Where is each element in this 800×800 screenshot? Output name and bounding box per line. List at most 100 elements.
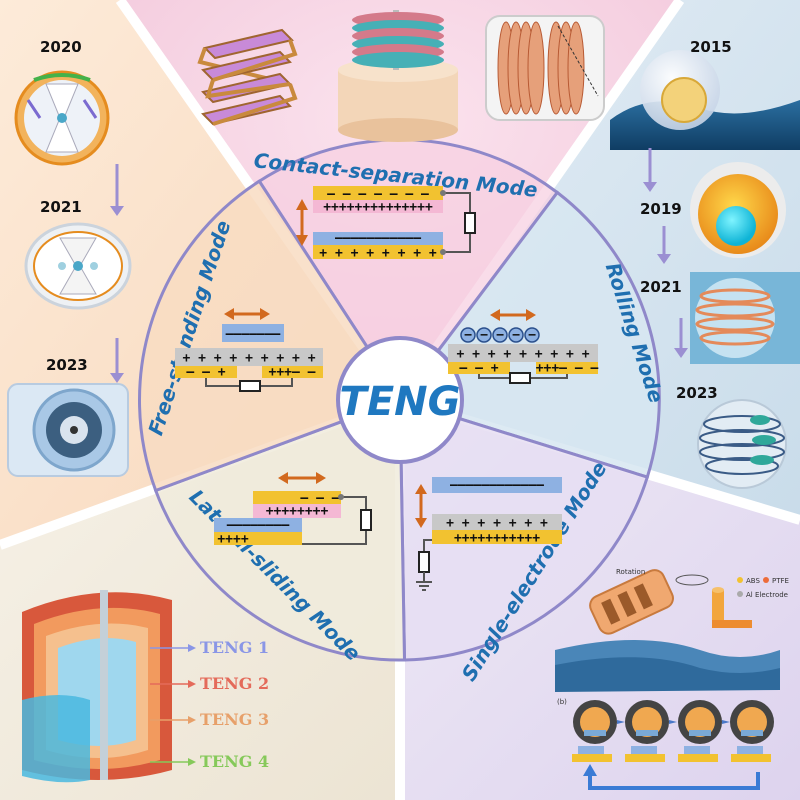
rl-ball xyxy=(476,327,492,343)
left-year-1: 2020 xyxy=(40,38,82,56)
fs-motion-arrow xyxy=(224,308,270,320)
device-2023r-illustration xyxy=(697,399,787,489)
se-motion-arrow xyxy=(415,484,427,528)
wave-energy-illustration: Rotation ABS PTFE Al Electrode (b) xyxy=(555,568,789,790)
rolling-schematic: − − − − − + + + + + + + + + — — + +++— —… xyxy=(448,309,599,384)
right-year-3: 2021 xyxy=(640,278,682,296)
center-hub: TENG xyxy=(336,336,464,464)
rl-ball xyxy=(492,327,508,343)
rl-ball-charge: − xyxy=(512,328,520,343)
ls-top-electrode xyxy=(253,491,341,504)
teng-leader-lines xyxy=(150,647,188,763)
legend-abs: ABS xyxy=(746,577,760,585)
se-mid-charges: + + + + + + + xyxy=(446,516,548,531)
cs-resistor xyxy=(464,212,476,234)
se-top-charges: ———————————— xyxy=(450,478,544,493)
rotation-label: Rotation xyxy=(616,568,645,576)
rl-dielectric xyxy=(448,344,598,362)
rl-ball-charge: − xyxy=(464,328,472,343)
cs-top-electrode xyxy=(313,186,443,200)
ls-resistor xyxy=(360,509,372,531)
rl-left-electrode xyxy=(448,362,510,374)
timeline-arrow-down xyxy=(110,164,124,216)
timeline-arrow-down xyxy=(657,226,671,264)
rl-ball-charge: − xyxy=(480,328,488,343)
left-year-2: 2021 xyxy=(40,198,82,216)
device-2021r-illustration xyxy=(690,272,800,364)
fs-dielectric-charges: + + + + + + + + + xyxy=(182,351,315,366)
cs-top-charges: — — — — — — — xyxy=(327,187,429,202)
teng-legend-4: TENG 4 xyxy=(200,752,269,771)
right-year-2: 2019 xyxy=(640,200,682,218)
teng-legend-1: TENG 1 xyxy=(200,638,269,657)
legend-ptfe: PTFE xyxy=(772,577,789,585)
fs-slider-charges: ——————— xyxy=(226,327,281,342)
rl-right-electrode xyxy=(536,362,598,374)
lateral-sliding-schematic: — — — ++++++++ ———————— ++++ xyxy=(214,472,372,547)
teng-legend-2: TENG 2 xyxy=(200,674,269,693)
right-year-1: 2015 xyxy=(690,38,732,56)
rl-motion-arrow xyxy=(490,309,536,321)
right-year-4: 2023 xyxy=(676,384,718,402)
rl-ball-charge: − xyxy=(496,328,504,343)
ls-motion-arrow xyxy=(278,472,326,484)
device-2015-illustration xyxy=(610,50,800,150)
cs-bottom-dielectric xyxy=(313,232,443,245)
legend-al-electrode: Al Electrode xyxy=(746,591,788,599)
cs-top-pos: ++++++++++++++ xyxy=(323,200,433,215)
rl-charged-balls: − − − − − xyxy=(460,327,540,343)
fs-dielectric xyxy=(175,348,323,366)
fs-slider xyxy=(222,324,284,342)
rl-dielectric-charges: + + + + + + + + + xyxy=(456,347,589,362)
cs-top-dielectric xyxy=(313,200,443,213)
cs-motion-arrow xyxy=(296,199,308,246)
se-top-dielectric xyxy=(432,477,562,493)
device-2023-illustration xyxy=(7,383,129,477)
rl-ball xyxy=(508,327,524,343)
se-electrode xyxy=(432,530,562,544)
device-2019-illustration xyxy=(690,162,786,258)
timeline-arrow-down xyxy=(643,148,657,192)
stacked-disk-teng-illustration xyxy=(338,10,458,142)
cycle-return-arrow xyxy=(588,772,760,790)
right-timeline: 2015 2019 2021 xyxy=(610,38,800,489)
fs-right-charges: +++— — xyxy=(269,365,316,380)
fs-right-electrode xyxy=(262,366,323,378)
timeline-arrow-down xyxy=(110,338,124,383)
left-timeline: 2020 2021 2023 xyxy=(7,38,132,477)
cs-bottom-neg: ——————————— xyxy=(335,231,421,246)
cs-bottom-charges: + + + + + + + + xyxy=(319,246,437,261)
center-title: TENG xyxy=(340,379,461,425)
rotation-stage xyxy=(573,700,774,744)
ls-top-pos: ++++++++ xyxy=(266,504,329,519)
cs-bottom-electrode xyxy=(313,245,443,259)
device-2021-illustration xyxy=(24,222,132,310)
se-resistor xyxy=(418,551,430,573)
rl-ball xyxy=(524,327,540,343)
ground-icon xyxy=(416,581,432,591)
zigzag-teng-illustration xyxy=(197,28,298,126)
ls-bottom-electrode xyxy=(214,532,302,545)
rl-ball-charge: − xyxy=(528,328,536,343)
ls-top-charges: — — — xyxy=(300,491,339,506)
fs-left-electrode xyxy=(175,366,237,378)
contact-separation-schematic: — — — — — — — ++++++++++++++ ———————————… xyxy=(296,186,476,261)
fs-resistor xyxy=(239,380,261,392)
rl-ball xyxy=(460,327,476,343)
left-year-3: 2023 xyxy=(46,356,88,374)
se-electrode-charges: +++++++++++ xyxy=(454,531,540,546)
rl-resistor xyxy=(509,372,531,384)
rl-right-charges: +++— — — xyxy=(536,361,599,376)
free-standing-schematic: ——————— + + + + + + + + + — — + +++— — xyxy=(175,308,323,392)
ls-bottom-charges: ++++ xyxy=(217,532,248,547)
cylindrical-stack-teng-illustration xyxy=(485,15,605,121)
rl-left-charges: — — + xyxy=(459,361,498,376)
ls-bottom-neg: ———————— xyxy=(227,518,290,533)
charge-state-strip xyxy=(572,746,771,762)
ls-bottom-dielectric xyxy=(214,518,302,532)
ls-top-dielectric xyxy=(253,504,341,518)
se-mid-dielectric xyxy=(432,514,562,530)
teng-legend-3: TENG 3 xyxy=(200,710,269,729)
fs-left-charges: — — + xyxy=(186,365,225,380)
